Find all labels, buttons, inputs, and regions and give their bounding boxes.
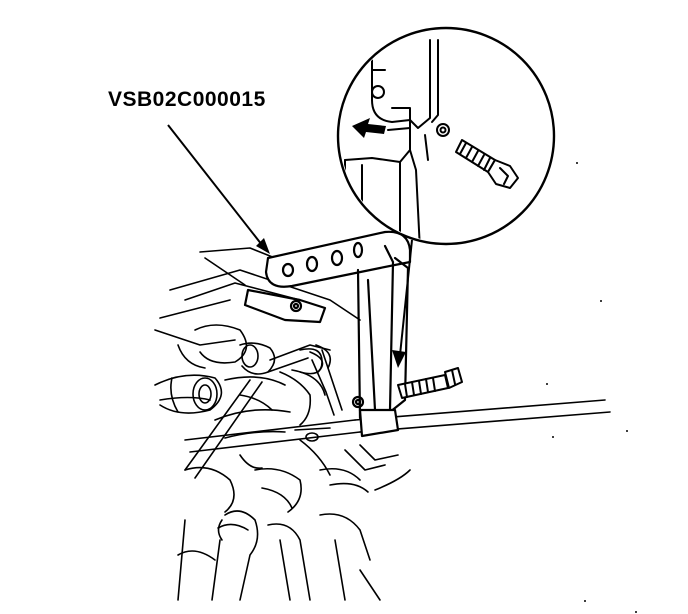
detail-leader [392, 239, 413, 368]
engine-hanger-bracket [243, 230, 412, 438]
mounting-bolt-lower [397, 367, 463, 399]
print-speckles [546, 162, 637, 613]
callout-leader [167, 124, 270, 254]
part-number-label: VSB02C000015 [108, 88, 266, 111]
engine-linework [154, 247, 611, 601]
mounting-bolt-detail [455, 139, 519, 189]
detail-view-circle [336, 26, 556, 246]
